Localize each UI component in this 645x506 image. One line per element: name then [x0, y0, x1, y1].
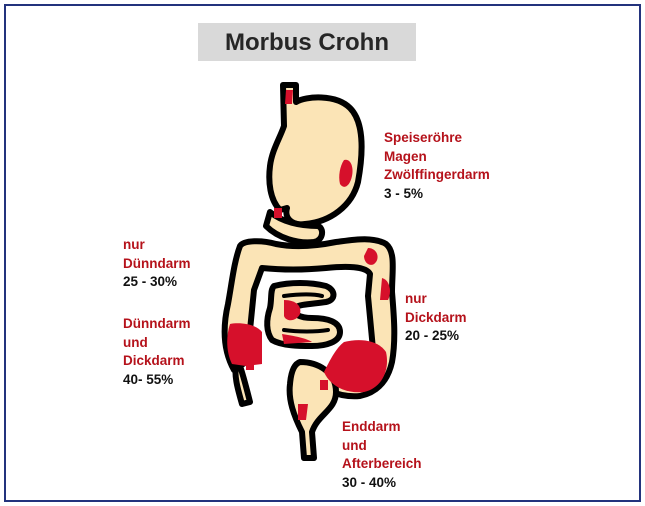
- label-percent: 25 - 30%: [123, 273, 191, 292]
- label-upper-tract: Speiseröhre Magen Zwölffingerdarm 3 - 5%: [384, 129, 490, 203]
- appendix: [235, 366, 250, 404]
- label-line: Dickdarm: [405, 309, 467, 328]
- label-line: Afterbereich: [342, 455, 422, 474]
- lesion-rectum-side: [320, 380, 328, 390]
- label-percent: 30 - 40%: [342, 474, 422, 493]
- label-line: Dickdarm: [123, 352, 191, 371]
- lesion-cecum: [227, 323, 262, 366]
- label-line: Enddarm: [342, 418, 422, 437]
- label-percent: 40- 55%: [123, 371, 191, 390]
- label-line: nur: [405, 290, 467, 309]
- lesion-esophagus: [285, 90, 293, 104]
- label-line: Dünndarm: [123, 255, 191, 274]
- label-line: Magen: [384, 148, 490, 167]
- label-rectum-anus: Enddarm und Afterbereich 30 - 40%: [342, 418, 422, 492]
- label-line: Dünndarm: [123, 315, 191, 334]
- label-line: nur: [123, 236, 191, 255]
- lesion-ascending-colon-spot: [246, 356, 254, 370]
- lesion-duodenum: [274, 208, 282, 218]
- label-percent: 3 - 5%: [384, 185, 490, 204]
- label-small-and-large-intestine: Dünndarm und Dickdarm 40- 55%: [123, 315, 191, 389]
- esophagus-stomach: [269, 85, 361, 224]
- label-large-intestine: nur Dickdarm 20 - 25%: [405, 290, 467, 346]
- label-line: Zwölffingerdarm: [384, 166, 490, 185]
- label-small-intestine: nur Dünndarm 25 - 30%: [123, 236, 191, 292]
- label-line: und: [342, 437, 422, 456]
- label-percent: 20 - 25%: [405, 327, 467, 346]
- label-line: und: [123, 334, 191, 353]
- label-line: Speiseröhre: [384, 129, 490, 148]
